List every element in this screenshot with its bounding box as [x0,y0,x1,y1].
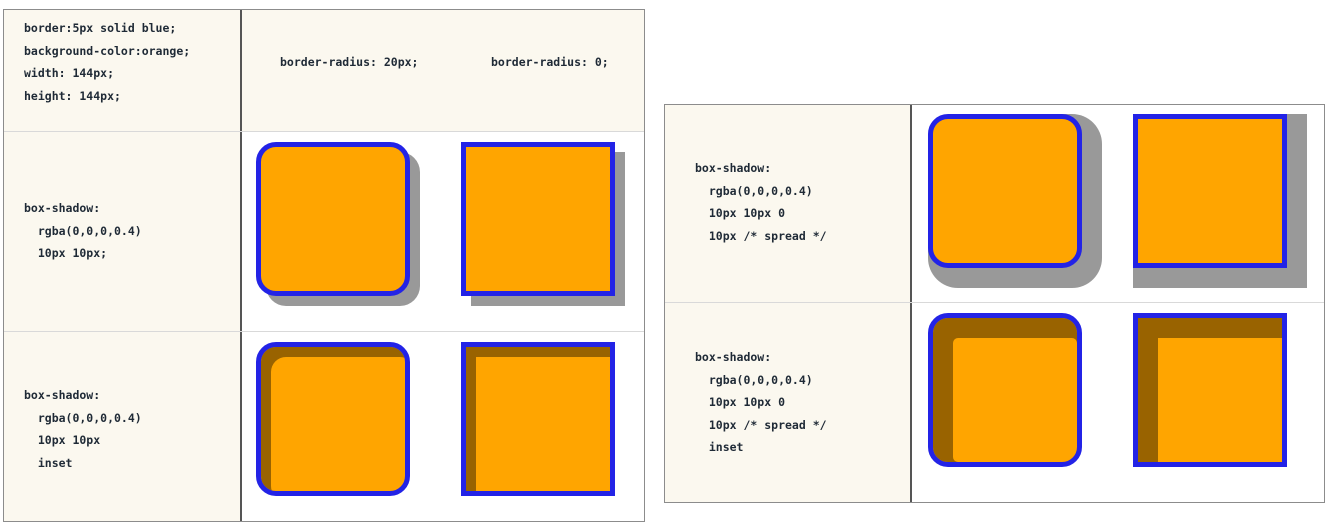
demo-box-rounded-shadow [256,142,410,296]
left-row-divider-1 [4,131,644,132]
column-header-radius-20: border-radius: 20px; [280,55,419,69]
left-label-column [4,10,241,521]
demo-box-square-spread-inset-shadow [1133,313,1287,467]
left-column-divider [240,10,242,521]
left-row-divider-2 [4,331,644,332]
demo-box-square-shadow [461,142,615,296]
right-demo-table: box-shadow: rgba(0,0,0,0.4) 10px 10px 0 … [664,104,1325,503]
demo-box-rounded-inset-shadow [256,342,410,496]
row-inset-shadow-code: box-shadow: rgba(0,0,0,0.4) 10px 10px in… [24,388,142,470]
right-row-divider [665,302,1324,303]
demo-box-rounded-spread-shadow [928,114,1082,268]
column-header-radius-0: border-radius: 0; [491,55,609,69]
left-demo-table: border:5px solid blue; background-color:… [3,9,645,522]
demo-box-square-inset-shadow [461,342,615,496]
row-spread-shadow-code: box-shadow: rgba(0,0,0,0.4) 10px 10px 0 … [695,161,827,243]
row-spread-inset-shadow-code: box-shadow: rgba(0,0,0,0.4) 10px 10px 0 … [695,350,827,454]
right-label-column [665,105,911,502]
demo-box-square-spread-shadow [1133,114,1287,268]
header-style-code: border:5px solid blue; background-color:… [24,21,191,103]
right-column-divider [910,105,912,502]
row-shadow-code: box-shadow: rgba(0,0,0,0.4) 10px 10px; [24,201,142,260]
demo-box-rounded-spread-inset-shadow [928,313,1082,467]
left-header-row [241,10,644,131]
